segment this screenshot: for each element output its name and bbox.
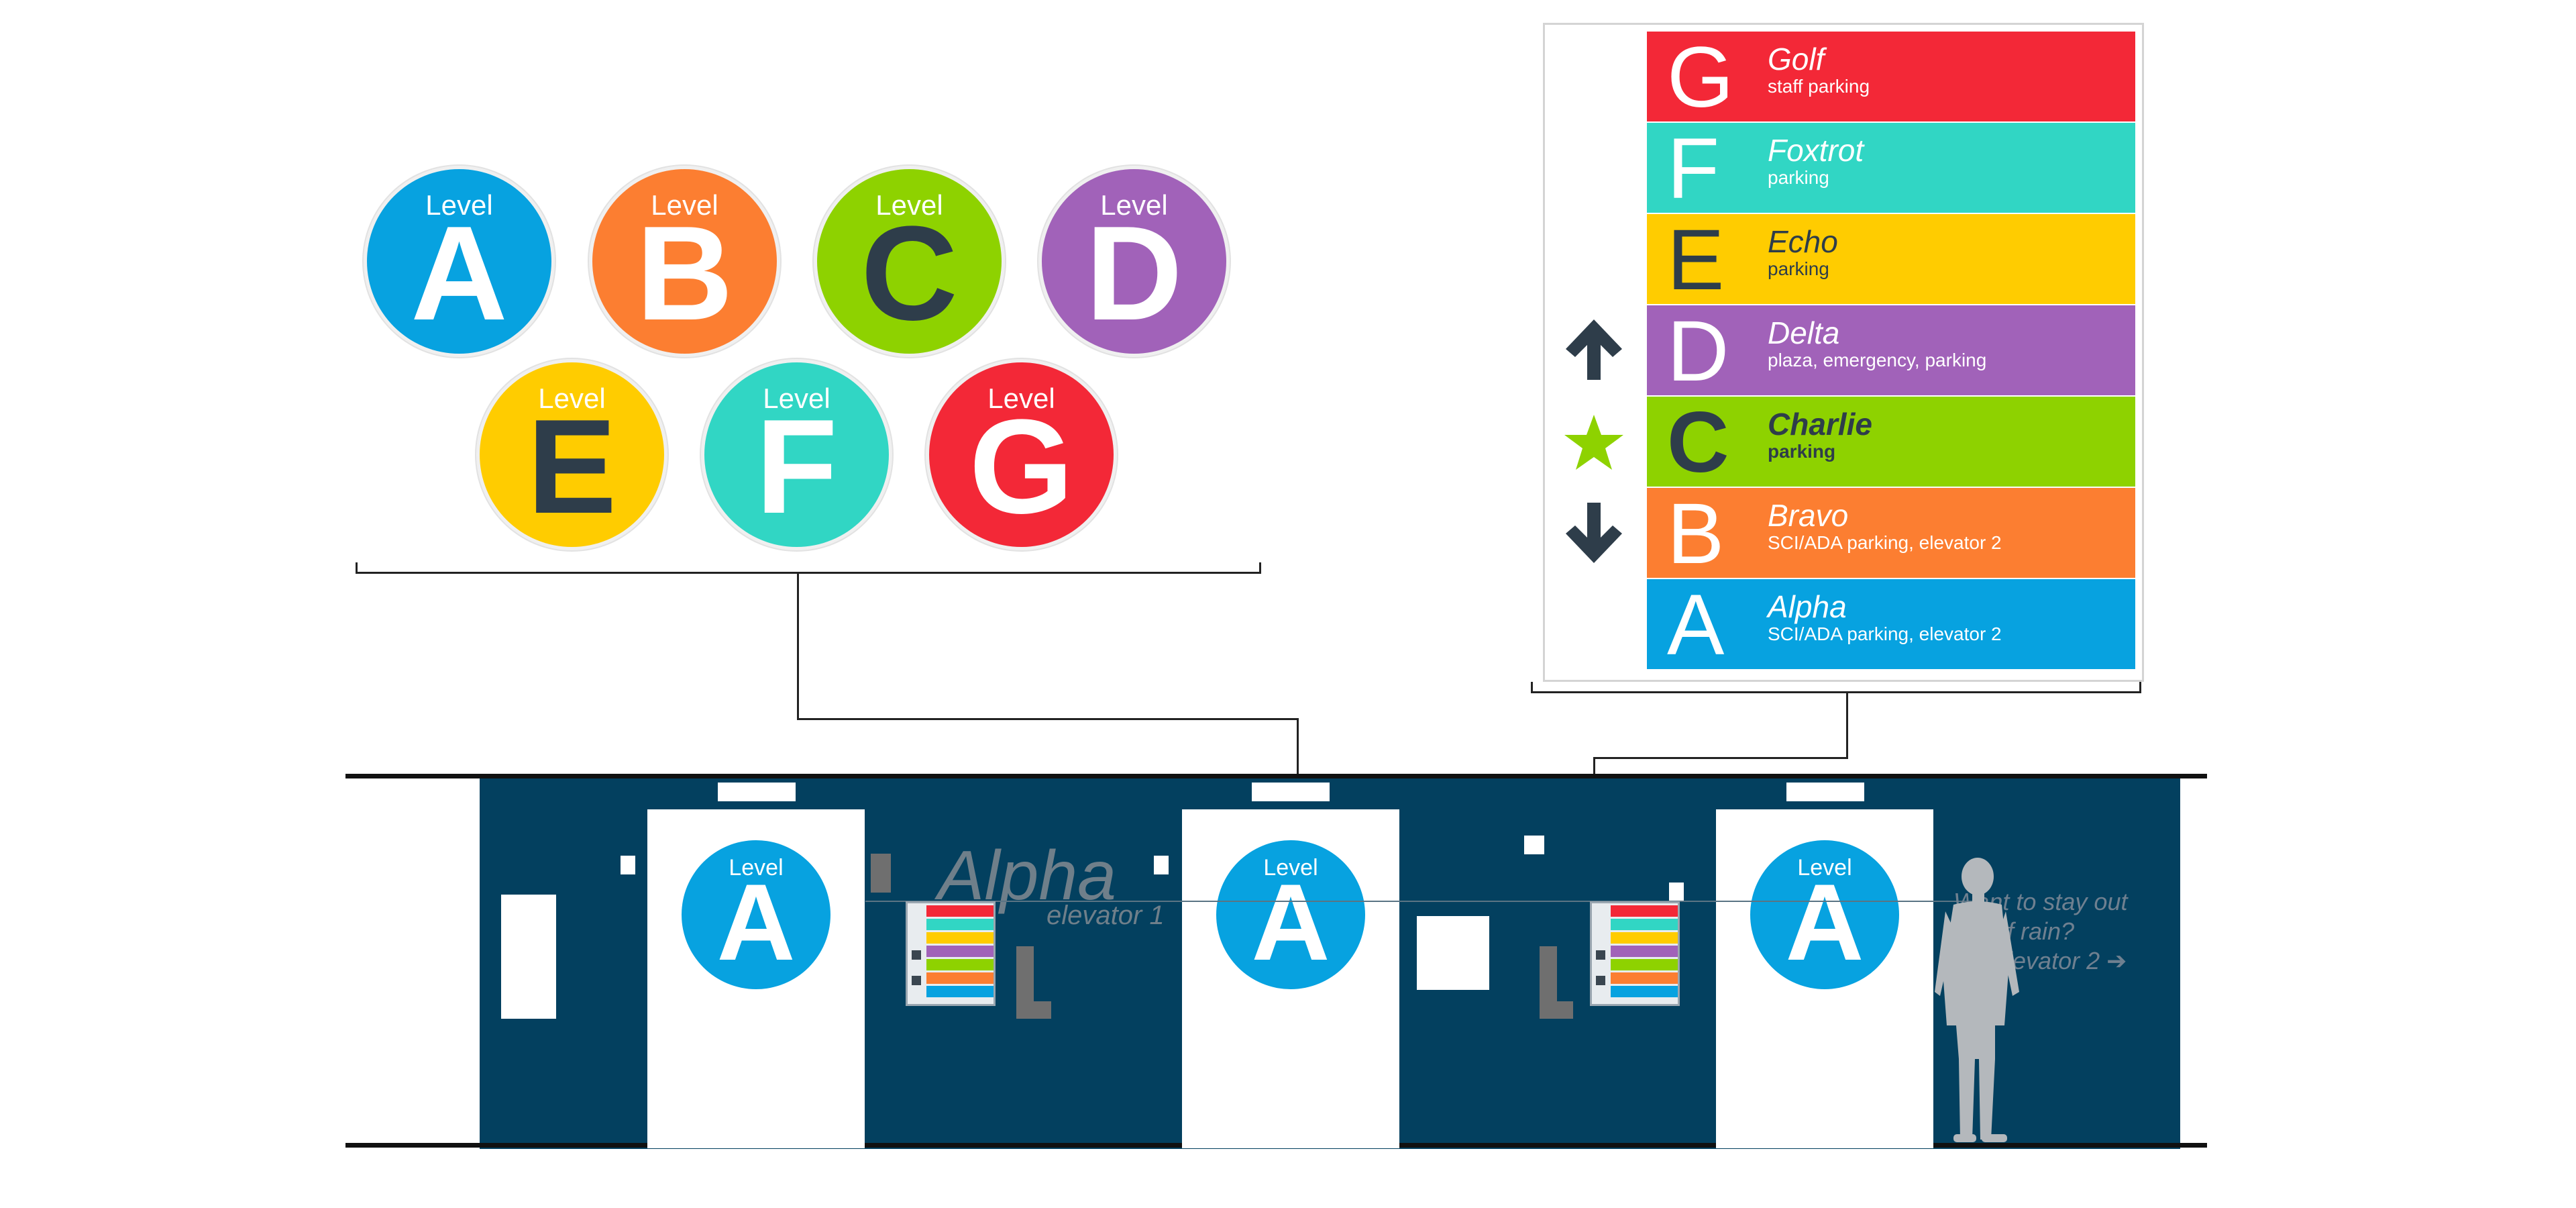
connector-line (797, 718, 1299, 720)
level-badge-b: Level B (592, 169, 777, 354)
wall-light (621, 856, 635, 874)
directory-row-delta: D Delta plaza, emergency, parking (1647, 305, 2135, 395)
directory-level-name: Delta (1768, 315, 1840, 350)
wall-bracket-mark (871, 854, 891, 893)
directory-letter: E (1667, 212, 1725, 308)
directory-level-description: SCI/ADA parking, elevator 2 (1768, 532, 2002, 553)
directory-letter: G (1667, 30, 1734, 125)
level-badge-g: Level G (929, 362, 1114, 547)
level-label: Level (1100, 189, 1168, 221)
level-badge-d: Level D (1042, 169, 1226, 354)
level-badge-c: Level C (817, 169, 1002, 354)
wall-panel (501, 895, 556, 1019)
mini-directory-sign (906, 901, 996, 1006)
level-letter: C (861, 199, 958, 348)
elevator-indicator-light (1252, 783, 1330, 801)
directory-letter: D (1667, 303, 1729, 399)
door-level-badge: Level A (682, 840, 830, 989)
wall-elevator-subtitle: elevator 1 (1046, 901, 1165, 930)
arrow-down-icon (1566, 503, 1622, 563)
door-level-badge: Level A (1750, 840, 1899, 989)
directory-letter: F (1667, 121, 1720, 217)
level-letter: B (636, 199, 733, 348)
arrow-up-icon (912, 950, 921, 960)
level-letter: A (1785, 862, 1864, 983)
wall-panel (1417, 916, 1489, 990)
wall-light (1154, 856, 1169, 874)
level-badge-f: Level F (704, 362, 889, 547)
directory-letter: B (1667, 486, 1725, 582)
level-letter: G (969, 392, 1074, 542)
level-letter: A (716, 862, 796, 983)
directory-level-name: Charlie (1768, 407, 1872, 442)
wall-bracket-mark (1540, 1001, 1573, 1019)
connector-line (1846, 693, 1848, 758)
directory-level-description: SCI/ADA parking, elevator 2 (1768, 623, 2002, 644)
level-label: Level (538, 383, 606, 414)
level-label: Level (729, 855, 784, 880)
directory-level-name: Foxtrot (1768, 133, 1864, 168)
level-label: Level (1797, 855, 1852, 880)
directory-bracket-left-tick (1531, 682, 1533, 693)
directory-row-golf: G Golf staff parking (1647, 32, 2135, 121)
connector-line (1593, 757, 1848, 759)
connector-line (797, 574, 799, 720)
directory-row-echo: E Echo parking (1647, 214, 2135, 304)
arrow-down-icon (1596, 976, 1605, 985)
arrow-down-icon (912, 976, 921, 985)
person-silhouette (1935, 858, 2019, 1142)
directory-level-description: parking (1768, 441, 1836, 462)
badges-bracket-left-tick (356, 562, 358, 574)
directory-level-description: staff parking (1768, 76, 1870, 97)
directory-bracket-right-tick (2139, 682, 2141, 693)
wall-bracket-mark (1016, 1001, 1051, 1019)
directory-row-foxtrot: F Foxtrot parking (1647, 123, 2135, 213)
elevator-indicator-light (1786, 783, 1864, 801)
badges-bracket (356, 572, 1261, 574)
level-letter: A (1251, 862, 1330, 983)
level-letter: E (527, 392, 617, 542)
level-letter: D (1085, 199, 1183, 348)
arrow-up-icon (1596, 950, 1605, 960)
level-label: Level (651, 189, 718, 221)
level-label: Level (987, 383, 1055, 414)
directory-level-name: Alpha (1768, 589, 1847, 624)
arrow-up-icon (1566, 319, 1622, 380)
directory-level-name: Golf (1768, 42, 1825, 77)
level-label: Level (763, 383, 830, 414)
directory-row-alpha: A Alpha SCI/ADA parking, elevator 2 (1647, 579, 2135, 669)
level-label: Level (425, 189, 493, 221)
wall-light (1524, 836, 1544, 854)
level-label: Level (875, 189, 943, 221)
directory-row-bravo: B Bravo SCI/ADA parking, elevator 2 (1647, 488, 2135, 578)
badges-bracket-right-tick (1259, 562, 1261, 574)
wall-light (1669, 883, 1684, 901)
wall-rule (865, 901, 1972, 902)
level-label: Level (1263, 855, 1318, 880)
directory-bracket (1531, 691, 2141, 693)
directory-letter: C (1667, 395, 1729, 491)
door-level-badge: Level A (1216, 840, 1365, 989)
level-letter: A (411, 199, 508, 348)
directory-level-description: plaza, emergency, parking (1768, 350, 1987, 370)
directory-level-name: Echo (1768, 224, 1838, 259)
level-badge-a: Level A (367, 169, 551, 354)
ceiling-line (345, 774, 2207, 778)
level-letter: F (755, 392, 838, 542)
directory-row-charlie: C Charlie parking (1647, 397, 2135, 487)
mini-directory-sign (1590, 901, 1680, 1006)
level-badge-e: Level E (480, 362, 664, 547)
directory-letter: A (1667, 577, 1725, 673)
elevator-indicator-light (718, 783, 796, 801)
star-icon (1564, 415, 1623, 470)
directory-level-name: Bravo (1768, 498, 1849, 533)
directory-level-description: parking (1768, 167, 1829, 188)
directory-level-description: parking (1768, 258, 1829, 279)
arrow-right-icon: ➔ (2106, 947, 2127, 974)
